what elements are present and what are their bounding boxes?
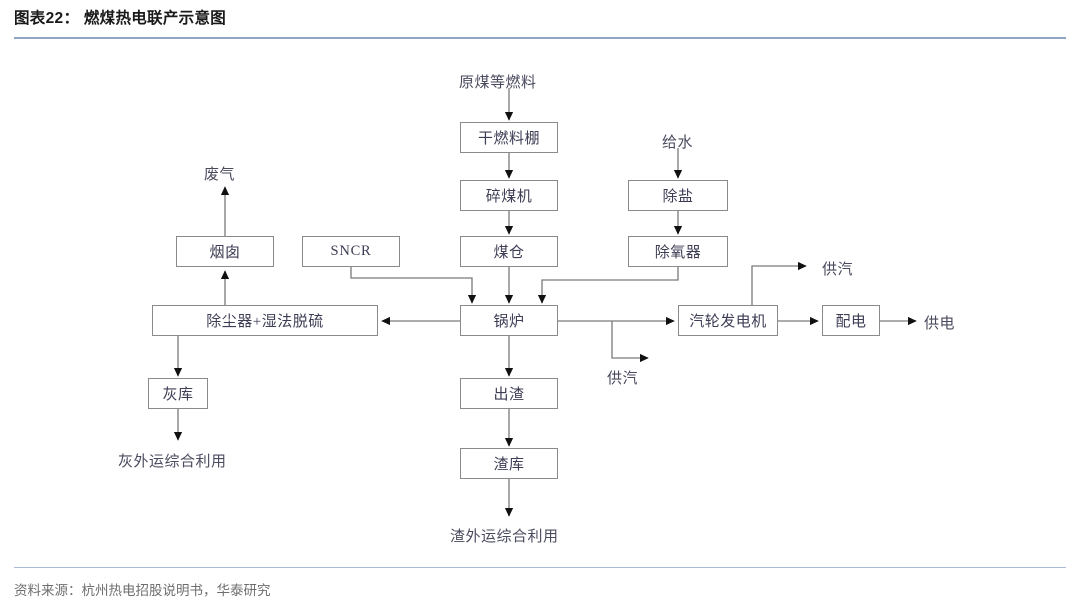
- figure-source: 资料来源：杭州热电招股说明书，华泰研究: [14, 583, 271, 598]
- edge-deaerator-to-boiler: [537, 267, 679, 304]
- flowchart-diagram: 干燃料棚 碎煤机 煤仓 除盐 除氧器 烟囱 SNCR 除尘器+湿法脱硫 锅炉 汽…: [0, 40, 1080, 565]
- node-deaerator[interactable]: 除氧器: [628, 236, 728, 267]
- figure-header: 图表22： 燃煤热电联产示意图: [14, 8, 1066, 39]
- label-slag-external-use: 渣外运综合利用: [450, 529, 559, 545]
- node-slag-discharge[interactable]: 出渣: [460, 378, 558, 409]
- node-dry-fuel-shed[interactable]: 干燃料棚: [460, 122, 558, 153]
- label-ash-external-use: 灰外运综合利用: [118, 454, 227, 470]
- page-title: 图表22： 燃煤热电联产示意图: [14, 10, 227, 27]
- node-power-distribution[interactable]: 配电: [822, 305, 880, 336]
- node-sncr[interactable]: SNCR: [302, 236, 400, 267]
- node-turbine-generator[interactable]: 汽轮发电机: [678, 305, 778, 336]
- edge-turbine-to-steamsupply-upper: [751, 261, 807, 305]
- edge-boiler-to-steamsupply-lower: [611, 321, 649, 363]
- node-desalination[interactable]: 除盐: [628, 180, 728, 211]
- label-steam-supply-upper: 供汽: [822, 262, 854, 278]
- label-feed-water: 给水: [662, 135, 694, 151]
- label-raw-coal-fuel: 原煤等燃料: [459, 75, 537, 91]
- node-dust-desulfurization[interactable]: 除尘器+湿法脱硫: [152, 305, 378, 336]
- connector-layer: [173, 88, 917, 517]
- node-slag-silo[interactable]: 渣库: [460, 448, 558, 479]
- title-divider: [14, 37, 1066, 39]
- footer-divider: [14, 567, 1066, 568]
- node-boiler[interactable]: 锅炉: [460, 305, 558, 336]
- node-ash-silo[interactable]: 灰库: [148, 378, 208, 409]
- label-power-supply: 供电: [924, 316, 956, 332]
- label-waste-gas: 废气: [204, 167, 236, 183]
- node-coal-crusher[interactable]: 碎煤机: [460, 180, 558, 211]
- edge-sncr-to-boiler: [350, 267, 477, 304]
- node-coal-bunker[interactable]: 煤仓: [460, 236, 558, 267]
- label-steam-supply-lower: 供汽: [607, 371, 639, 387]
- node-chimney[interactable]: 烟囱: [176, 236, 274, 267]
